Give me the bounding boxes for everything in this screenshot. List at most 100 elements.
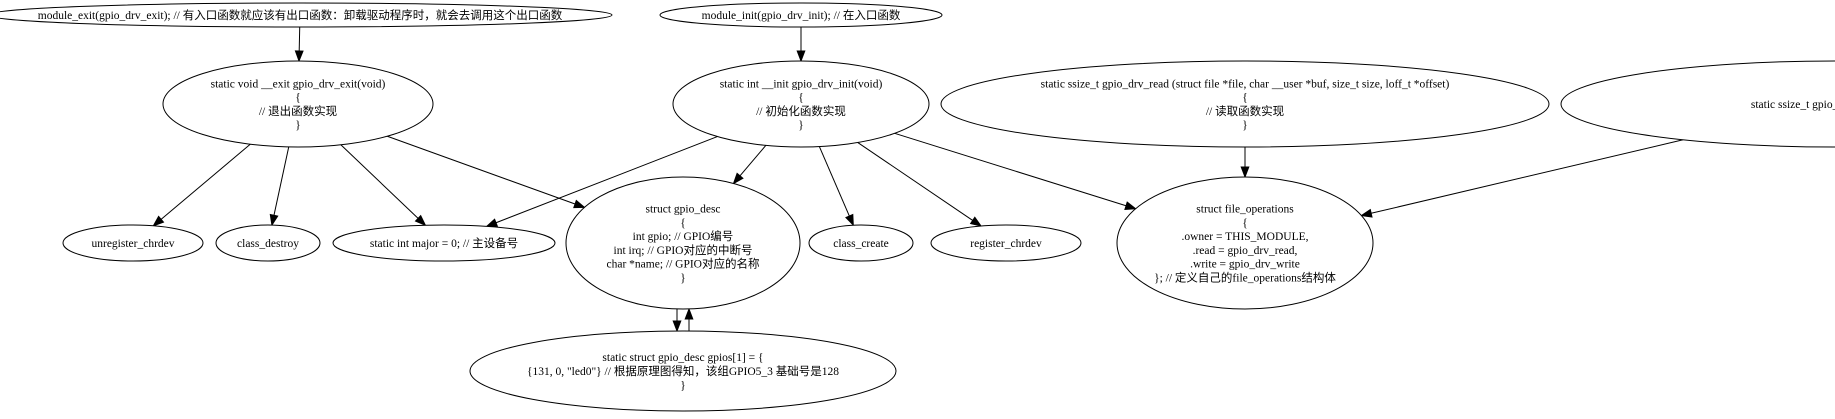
node-module-init-line: module_init(gpio_drv_init); // 在入口函数 bbox=[702, 8, 901, 22]
node-register-chrdev-line: register_chrdev bbox=[970, 238, 1042, 250]
node-class-create-line: class_create bbox=[833, 238, 889, 250]
arrow-head bbox=[294, 50, 304, 63]
node-init-func-line: // 初始化函数实现 bbox=[756, 104, 846, 118]
node-unregister-chrdev: unregister_chrdev bbox=[62, 224, 204, 262]
node-gpio-desc-line: char *name; // GPIO对应的名称 bbox=[607, 257, 760, 271]
node-gpios-line: static struct gpio_desc gpios[1] = { bbox=[602, 352, 763, 364]
node-gpio-desc-line: int irq; // GPIO对应的中断号 bbox=[614, 243, 753, 257]
edge-init-func-to-file-operations bbox=[894, 132, 1137, 210]
node-module-exit: module_exit(gpio_drv_exit); // 有入口函数就应该有… bbox=[0, 2, 613, 28]
node-init-func-shape bbox=[672, 60, 930, 148]
node-major-line: static int major = 0; // 主设备号 bbox=[370, 236, 518, 250]
arrow-head bbox=[152, 215, 165, 227]
node-gpios-shape bbox=[469, 330, 897, 412]
node-gpio-desc-line: } bbox=[680, 273, 686, 285]
edge-line bbox=[160, 143, 251, 220]
node-gpio-desc-line: int gpio; // GPIO编号 bbox=[633, 229, 734, 243]
node-gpios-line: } bbox=[680, 380, 686, 392]
node-file-operations-shape bbox=[1116, 176, 1374, 310]
arrow-head bbox=[269, 213, 279, 227]
node-gpio-desc-shape bbox=[565, 176, 801, 310]
arrow-head bbox=[732, 172, 744, 185]
arrow-head bbox=[1124, 201, 1137, 210]
node-class-create: class_create bbox=[808, 224, 914, 262]
node-major-shape bbox=[332, 224, 556, 262]
node-register-chrdev: register_chrdev bbox=[930, 224, 1082, 262]
arrow-head bbox=[485, 218, 499, 227]
node-read-func-line: static ssize_t gpio_drv_read (struct fil… bbox=[1041, 78, 1450, 90]
edge-write-func-to-file-operations bbox=[1360, 139, 1684, 218]
node-class-create-shape bbox=[808, 224, 914, 262]
edge-exit-func-to-gpio-desc bbox=[387, 135, 586, 209]
edge-module-exit-to-exit-func bbox=[294, 26, 304, 63]
node-gpio-desc-line: struct gpio_desc bbox=[645, 204, 720, 216]
node-read-func-shape bbox=[940, 60, 1550, 148]
node-unregister-chrdev-shape bbox=[62, 224, 204, 262]
edge-gpio-desc-to-gpios bbox=[672, 309, 682, 333]
edge-gpios-to-gpio-desc bbox=[684, 307, 694, 331]
edge-line bbox=[1371, 139, 1684, 214]
arrow-head bbox=[1240, 166, 1250, 179]
arrow-head bbox=[414, 214, 427, 227]
node-write-func-line: static ssize_t gpio_drv_write(struct f bbox=[1751, 99, 1835, 111]
node-module-exit-shape bbox=[0, 2, 613, 28]
node-init-func-line: { bbox=[798, 92, 804, 104]
node-unregister-chrdev-line: unregister_chrdev bbox=[91, 238, 174, 250]
edge-line bbox=[387, 135, 576, 205]
edge-line bbox=[739, 145, 767, 177]
node-gpio-desc: struct gpio_desc{int gpio; // GPIO编号int … bbox=[565, 176, 801, 310]
node-exit-func-shape bbox=[162, 60, 434, 148]
node-file-operations: struct file_operations{ .owner = THIS_MOD… bbox=[1116, 176, 1374, 310]
node-register-chrdev-shape bbox=[930, 224, 1082, 262]
arrow-head bbox=[969, 216, 983, 227]
edge-line bbox=[818, 146, 850, 217]
node-file-operations-line: .owner = THIS_MODULE, bbox=[1181, 231, 1308, 243]
node-init-func-line: static int __init gpio_drv_init(void) bbox=[720, 78, 883, 90]
node-class-destroy-line: class_destroy bbox=[237, 238, 299, 250]
arrow-head bbox=[845, 213, 854, 227]
node-gpio-desc-line: { bbox=[680, 217, 686, 229]
nodes-layer: module_exit(gpio_drv_exit); // 有入口函数就应该有… bbox=[0, 2, 1835, 412]
edge-init-func-to-gpio-desc bbox=[732, 145, 767, 185]
edge-line bbox=[495, 136, 718, 224]
node-module-init: module_init(gpio_drv_init); // 在入口函数 bbox=[659, 2, 943, 28]
edge-exit-func-to-class-destroy bbox=[269, 146, 290, 227]
node-read-func-line: } bbox=[1242, 120, 1248, 132]
edge-line bbox=[298, 26, 301, 52]
node-file-operations-line: struct file_operations bbox=[1196, 204, 1294, 216]
node-exit-func-line: static void __exit gpio_drv_exit(void) bbox=[211, 78, 386, 90]
edge-line bbox=[340, 144, 419, 219]
node-exit-func: static void __exit gpio_drv_exit(void) {/… bbox=[162, 60, 434, 148]
edge-line bbox=[273, 146, 290, 216]
node-file-operations-line: { bbox=[1242, 217, 1248, 229]
edge-module-init-to-init-func bbox=[796, 27, 806, 63]
node-read-func-line: // 读取函数实现 bbox=[1206, 104, 1284, 118]
node-init-func-line: } bbox=[798, 120, 804, 132]
edge-exit-func-to-major bbox=[340, 144, 427, 227]
node-read-func-line: { bbox=[1242, 92, 1248, 104]
arrow-head bbox=[672, 320, 682, 333]
node-exit-func-line: // 退出函数实现 bbox=[259, 104, 337, 118]
node-gpios: static struct gpio_desc gpios[1] = {{131… bbox=[469, 330, 897, 412]
node-class-destroy-shape bbox=[215, 224, 321, 262]
arrow-head bbox=[573, 199, 586, 209]
node-file-operations-line: .read = gpio_drv_read, bbox=[1193, 245, 1298, 257]
node-major: static int major = 0; // 主设备号 bbox=[332, 224, 556, 262]
node-exit-func-line: { bbox=[295, 92, 301, 104]
edge-line bbox=[857, 142, 973, 221]
edges-layer bbox=[152, 26, 1684, 333]
node-file-operations-line: }; // 定义自己的file_operations结构体 bbox=[1154, 271, 1336, 285]
edge-init-func-to-class-create bbox=[818, 146, 854, 227]
edge-exit-func-to-unregister-chrdev bbox=[152, 143, 251, 227]
node-read-func: static ssize_t gpio_drv_read (struct fil… bbox=[940, 60, 1550, 148]
arrow-head bbox=[684, 307, 694, 320]
edge-line bbox=[894, 132, 1127, 207]
arrow-head bbox=[796, 50, 806, 63]
node-class-destroy: class_destroy bbox=[215, 224, 321, 262]
node-init-func: static int __init gpio_drv_init(void) {//… bbox=[672, 60, 930, 148]
node-module-init-shape bbox=[659, 2, 943, 28]
node-write-func-shape bbox=[1560, 60, 1835, 148]
node-file-operations-line: .write = gpio_drv_write bbox=[1190, 259, 1300, 271]
node-exit-func-line: } bbox=[295, 120, 301, 132]
